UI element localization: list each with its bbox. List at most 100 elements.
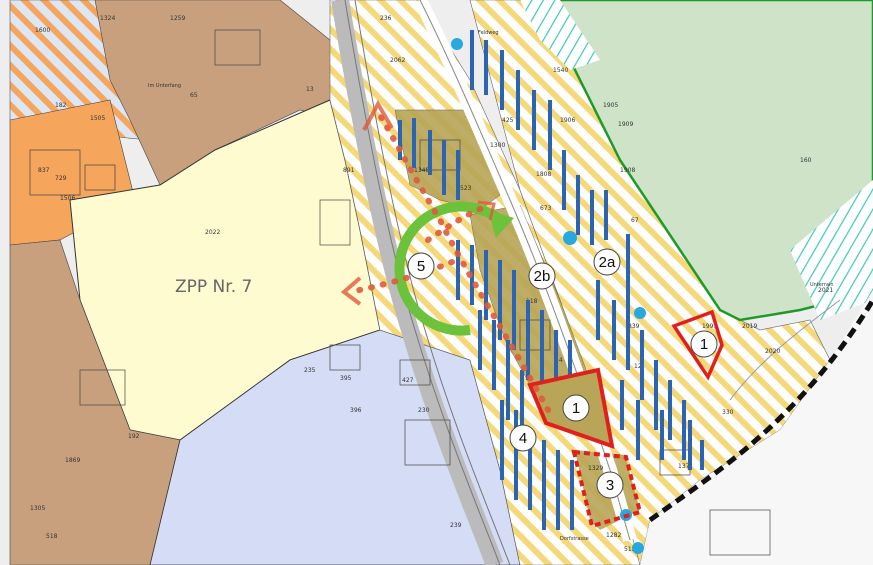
height-bar (626, 234, 630, 304)
parcel-label: 2062 (390, 57, 405, 64)
blue-dot (632, 542, 644, 554)
parcel-label: 65 (190, 92, 198, 99)
marker-2a[interactable]: 2a (593, 248, 621, 276)
height-bar (576, 175, 580, 235)
parcel-label: 1324 (100, 15, 115, 22)
parcel-label: 330 (722, 409, 734, 416)
marker-label: 5 (417, 258, 425, 275)
height-bar (668, 380, 672, 440)
parcel-label: 1909 (618, 121, 633, 128)
parcel-label: 160 (800, 157, 812, 164)
height-bar (620, 380, 624, 430)
parcel-label: 12 (634, 363, 642, 370)
height-bar (456, 150, 460, 200)
route-dotted-diag (425, 202, 493, 243)
rail-1 (344, 0, 501, 565)
marker-1-center[interactable]: 1 (562, 394, 590, 422)
height-bar (484, 250, 488, 320)
height-bar (412, 118, 416, 168)
height-bar (604, 190, 608, 240)
height-bar (548, 100, 552, 170)
blue-dots (451, 38, 646, 554)
parcel-label: 1869 (65, 457, 80, 464)
zone-brown-top (94, 0, 341, 186)
parcel-label: 837 (38, 167, 50, 174)
height-bar (596, 280, 600, 340)
height-bar (542, 440, 546, 530)
height-bar (520, 370, 524, 440)
height-bar (478, 310, 482, 370)
parcel-label: 137 (678, 463, 690, 470)
parcel-label: 14 (555, 357, 563, 364)
parcel-label: 1305 (30, 505, 45, 512)
parcel-label: 67 (631, 217, 639, 224)
height-bar (556, 450, 560, 530)
height-bar (506, 340, 510, 420)
height-bar (562, 150, 566, 210)
parcel-label: 1540 (553, 67, 568, 74)
parcel-label: 523 (460, 185, 472, 192)
height-bar (516, 70, 520, 130)
marker-label: 1 (572, 400, 580, 417)
green-circular-arrow (394, 201, 504, 336)
parcel-label: 1348 (414, 167, 429, 174)
height-bar (484, 40, 488, 95)
blue-dot (634, 307, 646, 319)
parcel-label: 512 (624, 546, 636, 553)
blue-dot (563, 231, 577, 245)
parcel-label: 2020 (765, 348, 780, 355)
parcel-label: 673 (540, 205, 552, 212)
height-bar (654, 360, 658, 430)
parcel-label: 230 (418, 407, 430, 414)
street-label: Dorfstrasse (560, 536, 589, 542)
height-bar (688, 420, 692, 470)
height-bar (512, 270, 516, 350)
parcel-label: 13 (306, 86, 314, 93)
parcel-label: 1808 (536, 171, 551, 178)
height-bar (526, 300, 530, 380)
parcel-label: 518 (46, 533, 58, 540)
zone-forest (538, 0, 873, 322)
parcel-label: 236 (380, 15, 392, 22)
parcel-label: 396 (350, 407, 362, 414)
marker-2b[interactable]: 2b (528, 262, 556, 290)
height-bar (532, 90, 536, 150)
height-bar (498, 260, 502, 340)
marker-label: 2a (599, 254, 616, 271)
route-arrow-right (477, 200, 496, 221)
parcel-label: 1906 (560, 117, 575, 124)
marker-1-right[interactable]: 1 (690, 330, 718, 358)
parcel-label: 182 (55, 102, 67, 109)
height-bar (640, 330, 644, 400)
parcel-label: 118 (526, 298, 538, 305)
marker-4[interactable]: 4 (509, 424, 537, 452)
height-bar (528, 430, 532, 510)
parcel-label: 1991 (702, 323, 717, 330)
parcel-label: 2019 (742, 323, 757, 330)
parcel-label: 1506 (60, 195, 75, 202)
road-right (729, 299, 841, 401)
height-bar (470, 30, 474, 90)
railway-corridor (331, 0, 504, 565)
parcel-label: 239 (450, 522, 462, 529)
parcel-label: 729 (55, 175, 67, 182)
parcel-label: 339 (628, 323, 640, 330)
parcel-label: 235 (304, 367, 316, 374)
height-bar (540, 310, 544, 390)
zone-teal-top (520, 0, 600, 70)
site-1-right-outline (671, 309, 724, 381)
parcel-numbers: 1324 1259 1600 236 2062 182 1505 65 13 1… (30, 15, 834, 553)
marker-3[interactable]: 3 (596, 471, 624, 499)
marker-5[interactable]: 5 (407, 252, 435, 280)
height-bar (700, 440, 704, 470)
parcel-label: 395 (340, 375, 352, 382)
street-label: Feldweg (478, 30, 499, 36)
zone-teal-right (790, 180, 873, 320)
parcel-label: 2022 (205, 229, 220, 236)
route-dotted-branch (347, 259, 455, 295)
parcel-label: 1908 (620, 167, 635, 174)
parcel-label: 1600 (35, 27, 50, 34)
marker-label: 4 (519, 430, 527, 447)
height-bar (492, 320, 496, 390)
